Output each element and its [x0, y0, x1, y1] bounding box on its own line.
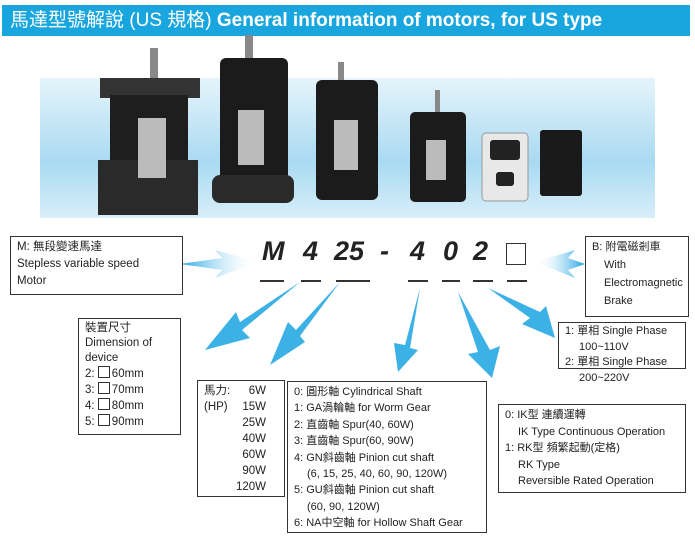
code-phase: 0 — [443, 236, 459, 266]
dimension-item: 2: 60mm — [85, 366, 144, 380]
dimension-item: 5: 90mm — [85, 414, 144, 428]
motor-small — [410, 90, 466, 202]
code-dimension: 4 — [303, 236, 319, 266]
code-brake-box — [506, 243, 526, 265]
page-title: 馬達型號解說 (US 規格) General information of mo… — [2, 5, 690, 36]
motor-large-round — [212, 35, 294, 203]
arrow-dimension — [205, 282, 300, 350]
arrow-right — [535, 250, 585, 278]
arrow-power — [270, 282, 340, 365]
motor-medium — [316, 62, 378, 200]
code-power: 25 — [334, 236, 365, 266]
code-motor-type: M — [262, 236, 285, 266]
code-shaft: 2 — [473, 236, 489, 266]
operation-box: 0: IK型 連續運轉 IK Type Continuous Operation… — [498, 404, 686, 493]
code-operation: 4 — [410, 236, 426, 266]
brake-box: B: 附電磁剎車 With Electromagnetic Brake — [585, 236, 689, 317]
arrow-left — [180, 250, 258, 278]
arrow-phase — [488, 288, 555, 338]
phase-box: 1: 單相 Single Phase 100~110V 2: 單相 Single… — [558, 322, 686, 384]
dimension-box: 裝置尺寸 Dimension of device 2: 60mm 3: 70mm… — [78, 318, 181, 435]
speed-controller — [481, 132, 529, 202]
arrow-shaft — [394, 288, 420, 372]
capacitor — [540, 130, 582, 196]
arrow-operation — [458, 292, 500, 378]
motor-large-square — [98, 48, 200, 215]
motor-type-box: M: 無段變速馬達 Stepless variable speed Motor — [10, 236, 183, 295]
dimension-item: 4: 80mm — [85, 398, 144, 412]
code-separator: - — [380, 236, 389, 266]
dimension-item: 3: 70mm — [85, 382, 144, 396]
